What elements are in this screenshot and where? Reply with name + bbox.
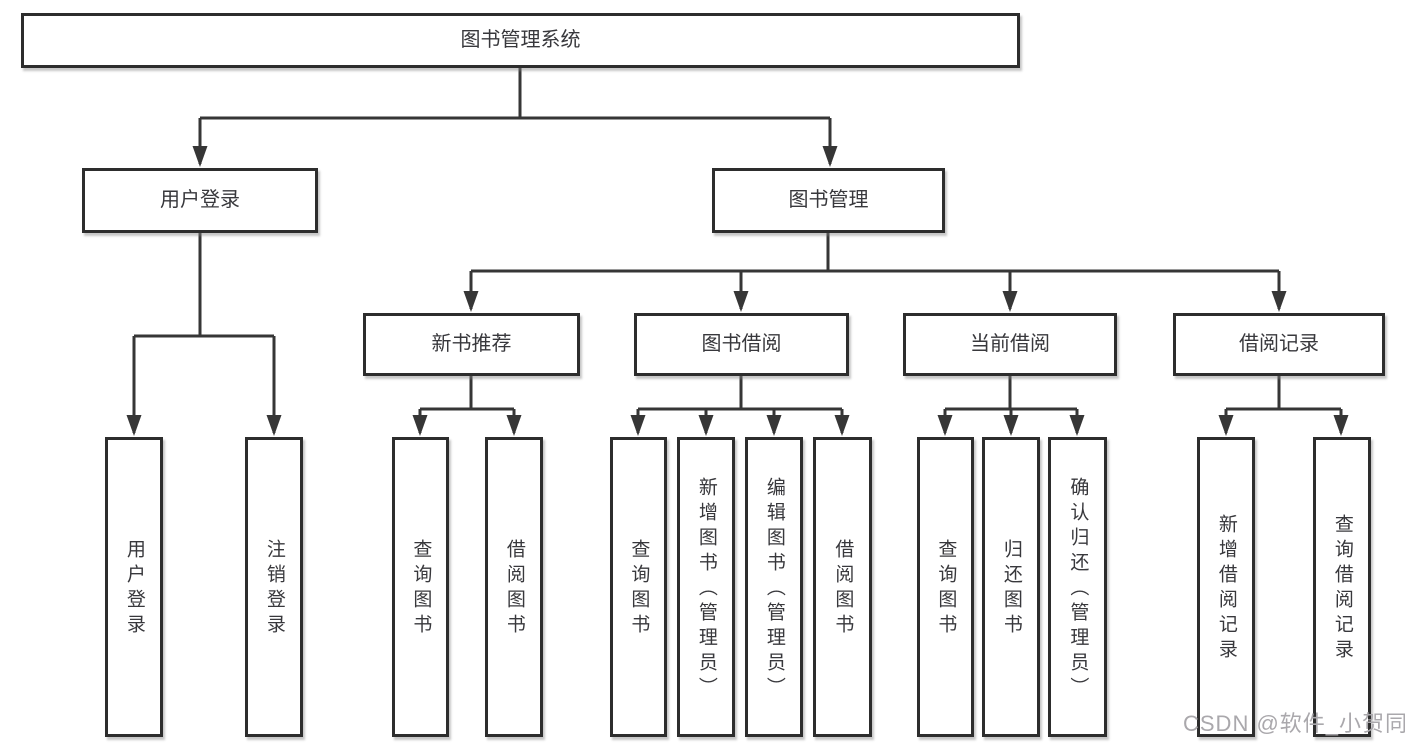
node-records-query-record: 查询借阅记录: [1313, 437, 1371, 737]
node-borrow-add-books-admin: 新增图书（管理员）: [677, 437, 735, 737]
node-borrow-edit-books-admin: 编辑图书（管理员）: [745, 437, 803, 737]
node-borrow-records: 借阅记录: [1173, 313, 1385, 376]
node-current-query-books: 查询图书: [917, 437, 974, 737]
node-recommend-query-books: 查询图书: [392, 437, 449, 737]
node-recommend-borrow-books: 借阅图书: [485, 437, 543, 737]
node-borrow-borrow-books: 借阅图书: [813, 437, 872, 737]
node-library-management-system: 图书管理系统: [21, 13, 1020, 68]
node-current-borrow: 当前借阅: [903, 313, 1117, 376]
node-book-management: 图书管理: [712, 168, 945, 233]
node-book-borrow: 图书借阅: [634, 313, 849, 376]
node-records-add-record: 新增借阅记录: [1197, 437, 1255, 737]
node-user-login: 用户登录: [82, 168, 318, 233]
node-logout-leaf: 注销登录: [245, 437, 303, 737]
node-current-return-books: 归还图书: [982, 437, 1040, 737]
csdn-watermark: CSDN @软件_小贺同学: [1183, 711, 1405, 736]
node-current-confirm-return-admin: 确认归还（管理员）: [1048, 437, 1107, 737]
node-login-leaf: 用户登录: [105, 437, 163, 737]
node-borrow-query-books: 查询图书: [610, 437, 667, 737]
node-new-book-recommend: 新书推荐: [363, 313, 580, 376]
